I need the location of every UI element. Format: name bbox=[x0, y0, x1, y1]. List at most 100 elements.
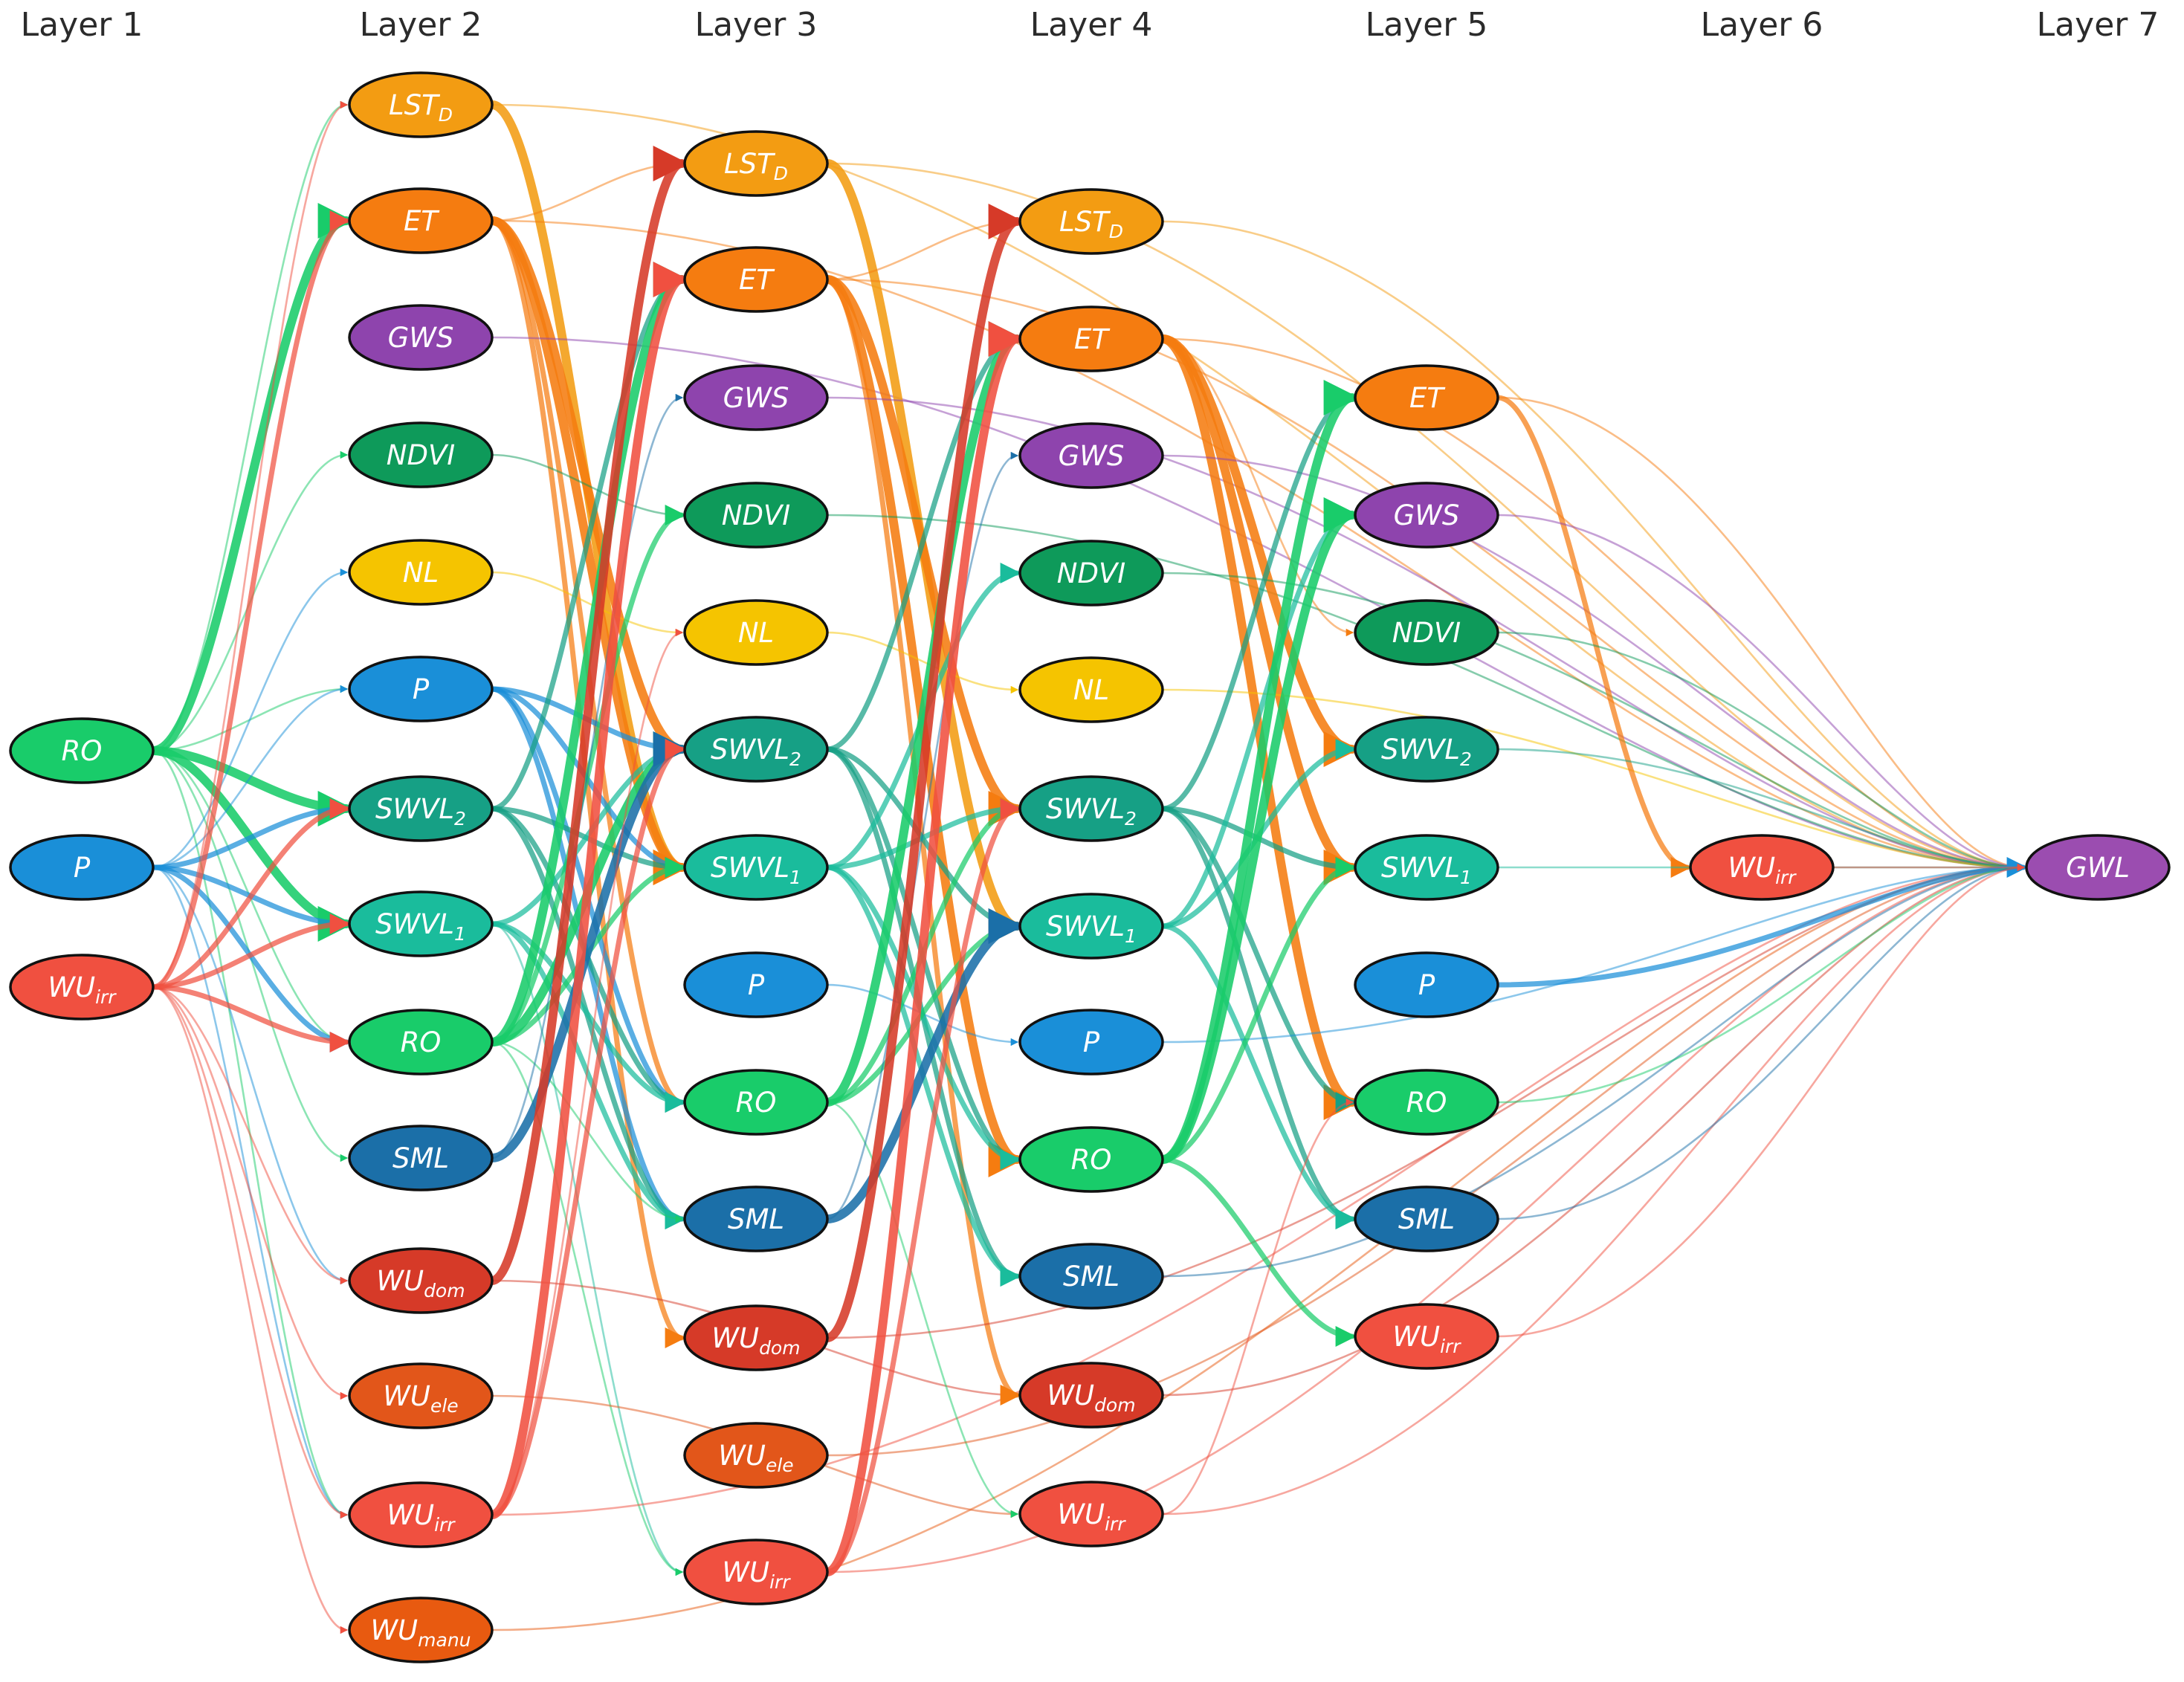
node-label: WUmanu bbox=[370, 1614, 471, 1651]
edge-l1-RO-to-l2-LST_D bbox=[152, 100, 349, 752]
node-ellipse bbox=[348, 539, 494, 606]
node-ellipse bbox=[9, 834, 155, 901]
node-label-base: NL bbox=[1073, 674, 1109, 706]
node-ellipse bbox=[1354, 951, 1499, 1018]
node-layer3-wu-irr: WUirr bbox=[683, 1539, 829, 1605]
node-label: P bbox=[1083, 1026, 1100, 1058]
node-label: SWVL2 bbox=[1381, 734, 1472, 770]
node-layer4-p: P bbox=[1018, 1009, 1164, 1075]
node-layer4-sml: SML bbox=[1018, 1243, 1164, 1310]
node-ellipse bbox=[683, 951, 829, 1018]
node-layer4-gws: GWS bbox=[1018, 422, 1164, 489]
node-label: NDVI bbox=[1057, 557, 1125, 589]
node-layer6-wu-irr: WUirr bbox=[1689, 834, 1835, 901]
node-layer3-wu-dom: WUdom bbox=[683, 1304, 829, 1371]
edge-l5-ET-to-l7-GWL bbox=[1496, 396, 2026, 872]
node-label-subscript: 1 bbox=[1460, 867, 1472, 888]
node-ellipse bbox=[1018, 540, 1164, 607]
node-layer2-wu-manu: WUmanu bbox=[348, 1597, 494, 1663]
node-label-base: SWVL bbox=[375, 793, 454, 825]
edge-l4-WU_dom-to-l7-GWL bbox=[1161, 863, 2026, 1397]
node-label-base: P bbox=[1418, 969, 1435, 1001]
layer-label-1: Layer 1 bbox=[21, 6, 143, 44]
edge-l4-GWS-to-l7-GWL bbox=[1161, 454, 2026, 872]
edge-l1-P-to-l2-NL bbox=[152, 568, 349, 869]
node-ellipse bbox=[1018, 1362, 1164, 1429]
node-ellipse bbox=[348, 656, 494, 722]
node-layer2-gws: GWS bbox=[348, 304, 494, 371]
node-ellipse bbox=[348, 1125, 494, 1191]
node-ellipse bbox=[1354, 1303, 1499, 1370]
node-group: ROPWUirrLSTDETGWSNDVINLPSWVL2SWVL1ROSMLW… bbox=[9, 71, 2171, 1663]
node-label-base: SML bbox=[1063, 1261, 1120, 1293]
edge-l3-WU_irr-to-l4-SWVL2 bbox=[824, 798, 1021, 1575]
node-label-subscript: 2 bbox=[454, 808, 466, 829]
edge-l1-WU_irr-to-l2-WU_dom bbox=[152, 986, 349, 1285]
node-layer4-wu-dom: WUdom bbox=[1018, 1362, 1164, 1429]
node-label: P bbox=[1418, 969, 1435, 1001]
node-label: NL bbox=[738, 617, 774, 649]
edge-l3-RO-to-l4-ET bbox=[823, 321, 1024, 1107]
node-layer3-wu-ele: WUele bbox=[683, 1422, 829, 1489]
node-label: WUdom bbox=[711, 1322, 800, 1359]
edge-l4-ET-to-l7-GWL bbox=[1161, 337, 2026, 872]
node-label-base: GWS bbox=[1059, 440, 1125, 472]
edge-l2-WU_irr-to-l3-SWVL2 bbox=[489, 739, 686, 1518]
node-ellipse bbox=[348, 71, 494, 138]
node-ellipse bbox=[1018, 775, 1164, 842]
node-label: NDVI bbox=[1392, 617, 1461, 649]
edge-l1-WU_irr-to-l2-LST_D bbox=[152, 100, 349, 989]
node-label-subscript: 1 bbox=[1125, 925, 1137, 947]
node-ellipse bbox=[1018, 188, 1164, 255]
node-label-subscript: irr bbox=[1105, 1513, 1126, 1535]
node-layer3-sml: SML bbox=[683, 1186, 829, 1252]
edge-l5-SWVL2-to-l7-GWL bbox=[1496, 748, 2026, 872]
node-label-subscript: irr bbox=[769, 1571, 791, 1593]
node-label-base: RO bbox=[62, 735, 103, 767]
edge-l2-RO-to-l3-WU_irr bbox=[491, 1041, 684, 1576]
node-label-base: NL bbox=[738, 617, 774, 649]
node-label: SWVL2 bbox=[375, 793, 466, 829]
node-ellipse bbox=[683, 1304, 829, 1371]
node-label-subscript: 2 bbox=[1460, 748, 1472, 770]
node-layer2-sml: SML bbox=[348, 1125, 494, 1191]
edge-l5-NDVI-to-l7-GWL bbox=[1496, 631, 2026, 872]
node-label-base: WU bbox=[376, 1265, 424, 1297]
node-label: RO bbox=[62, 735, 103, 767]
node-layer4-et: ET bbox=[1018, 305, 1164, 372]
node-label-subscript: D bbox=[439, 104, 453, 126]
node-ellipse bbox=[2025, 834, 2171, 901]
node-label: NL bbox=[403, 557, 439, 589]
edge-l4-RO-to-l5-SWVL1 bbox=[1160, 857, 1357, 1162]
node-label-base: SWVL bbox=[1381, 734, 1460, 766]
edge-l5-ET-to-l6-WU_irr bbox=[1495, 395, 1692, 878]
node-layer5-sml: SML bbox=[1354, 1186, 1499, 1252]
node-label-subscript: 2 bbox=[1125, 808, 1137, 829]
edge-l4-SWVL2-to-l5-RO bbox=[1160, 806, 1357, 1113]
edge-l4-SWVL1-to-l5-GWS bbox=[1160, 505, 1357, 929]
node-layer4-swvl2: SWVL2 bbox=[1018, 775, 1164, 842]
node-label-base: SML bbox=[1398, 1203, 1455, 1235]
node-label: GWL bbox=[2066, 852, 2130, 884]
node-label-base: WU bbox=[711, 1322, 759, 1354]
node-layer5-gws: GWS bbox=[1354, 482, 1499, 549]
node-label-base: ET bbox=[739, 264, 775, 296]
node-label-subscript: irr bbox=[434, 1514, 456, 1536]
node-ellipse bbox=[683, 1186, 829, 1252]
node-layer3-nl: NL bbox=[683, 599, 829, 666]
node-label-base: RO bbox=[1406, 1087, 1447, 1119]
node-ellipse bbox=[1354, 482, 1499, 549]
node-label-base: GWS bbox=[388, 322, 454, 354]
edge-l4-WU_irr-to-l7-GWL bbox=[1161, 863, 2026, 1516]
edge-l5-WU_irr-to-l7-GWL bbox=[1496, 863, 2026, 1338]
edge-l2-WU_irr-to-l3-NL bbox=[491, 628, 684, 1516]
edge-l4-SWVL2-to-l5-ET bbox=[1160, 387, 1357, 812]
node-label-base: NDVI bbox=[1392, 617, 1461, 649]
node-label-subscript: manu bbox=[418, 1629, 471, 1651]
edge-l3-NL-to-l4-NL bbox=[826, 631, 1019, 694]
node-ellipse bbox=[1018, 422, 1164, 489]
node-label-subscript: D bbox=[1109, 221, 1123, 242]
node-layer1-wu-irr: WUirr bbox=[9, 954, 155, 1020]
edge-l1-WU_irr-to-l2-WU_manu bbox=[152, 986, 349, 1634]
edge-l1-WU_irr-to-l2-SWVL2 bbox=[150, 798, 351, 990]
